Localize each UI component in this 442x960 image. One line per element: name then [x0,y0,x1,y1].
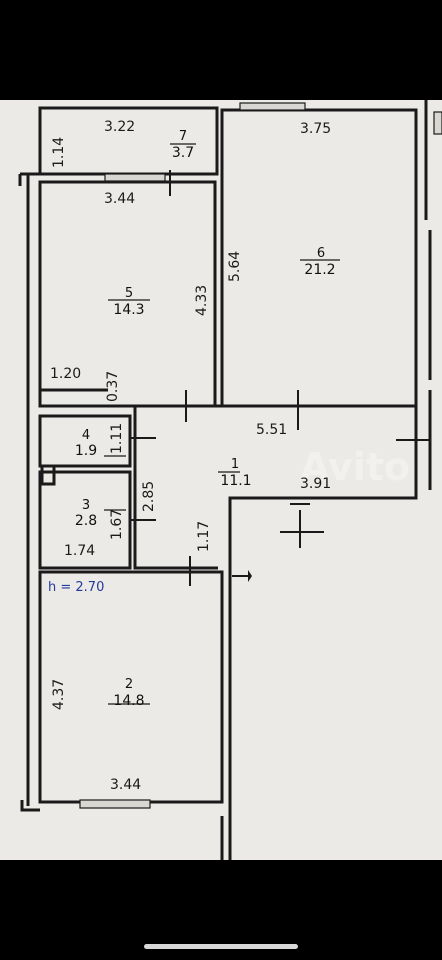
dim-hall-passage: 1.17 [196,520,212,552]
dim-room2-width: 3.44 [110,777,142,793]
dim-room6-width: 3.75 [300,121,332,137]
room-7-number: 7 [178,129,188,144]
dim-wc-height: 1.11 [109,422,125,454]
room-3-area: 2.8 [74,513,98,529]
plan-walls: Avito [18,100,442,860]
room-1-number: 1 [230,457,240,472]
room-6-area: 21.2 [304,262,336,278]
dim-room5-closet: 1.20 [50,366,82,382]
dim-room2-length: 4.37 [51,678,67,710]
room-5-number: 5 [124,286,134,301]
dim-room5-length: 4.33 [194,284,210,316]
home-indicator[interactable] [144,944,298,949]
dim-hall-width: 3.91 [300,476,332,492]
room-5-area: 14.3 [113,302,145,318]
avito-watermark: Avito [300,445,410,489]
floor-plan: Avito 3.22 1.14 3.44 4.33 1.20 0.37 3.75… [0,100,442,860]
room-4-area: 1.9 [74,443,98,459]
dim-hall-length: 5.51 [256,422,288,438]
dim-room6-length: 5.64 [227,250,243,282]
room-2-area: 14.8 [113,693,145,709]
room-7-area: 3.7 [171,145,195,161]
room-4-number: 4 [81,428,91,443]
dim-room5-closet-depth: 0.37 [105,370,121,402]
room-2-number: 2 [124,677,134,692]
room-1-area: 11.1 [220,473,252,489]
dim-hall-depth: 2.85 [141,480,157,512]
dim-balcony-width: 3.22 [104,119,136,135]
dim-room5-width: 3.44 [104,191,136,207]
room-3-number: 3 [81,498,91,513]
room-6-number: 6 [316,246,326,261]
dim-balcony-depth: 1.14 [51,136,67,168]
dim-bath-width: 1.74 [64,543,96,559]
dim-bath-height: 1.67 [109,508,125,540]
ceiling-height-label: h = 2.70 [48,580,105,595]
